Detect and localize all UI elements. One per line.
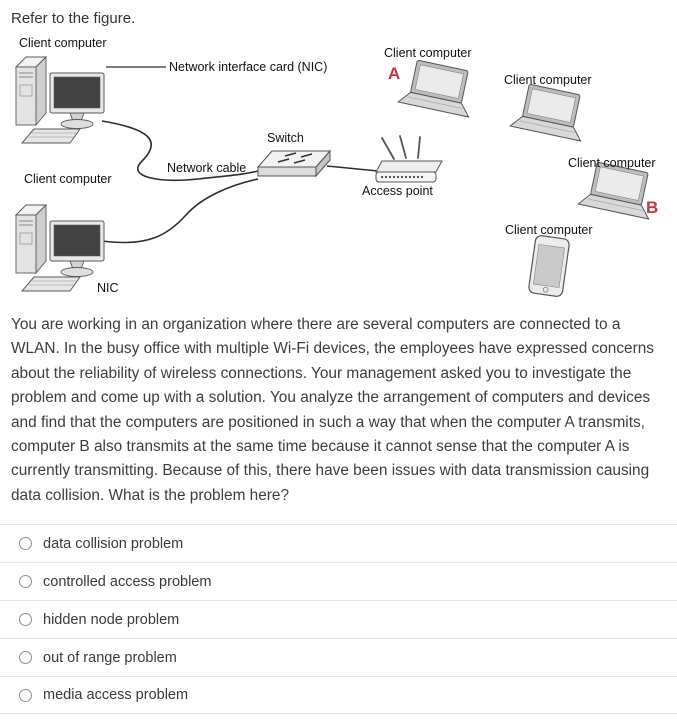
option-row-4[interactable]: out of range problem (0, 638, 677, 677)
option-label: data collision problem (43, 535, 184, 552)
option-label: out of range problem (43, 649, 177, 666)
smartphone-icon (527, 234, 571, 298)
radio-button[interactable] (19, 651, 32, 665)
label-client-computer-bottom-left: Client computer (24, 172, 112, 186)
option-row-1[interactable]: data collision problem (0, 524, 677, 563)
label-client-computer-top-left: Client computer (19, 36, 107, 50)
switch-to-access-point-line (326, 165, 379, 172)
network-diagram (15, 56, 659, 298)
network-cable-line-bottom (101, 178, 259, 244)
option-row-2[interactable]: controlled access problem (0, 562, 677, 601)
option-row-3[interactable]: hidden node problem (0, 600, 677, 639)
option-label: media access problem (43, 687, 189, 704)
label-client-computer-top-right: Client computer (504, 73, 592, 87)
options-list: data collision problem controlled access… (0, 524, 677, 715)
radio-button[interactable] (19, 537, 32, 551)
label-client-computer-a: Client computer (384, 46, 472, 60)
question-text: You are working in an organization where… (11, 316, 654, 504)
label-nic-top: Network interface card (NIC) (169, 60, 328, 74)
label-access-point: Access point (362, 184, 433, 198)
label-network-cable: Network cable (167, 161, 247, 175)
label-switch: Switch (267, 131, 304, 145)
label-nic-bottom: NIC (97, 281, 119, 295)
laptop-top-right-icon (509, 81, 591, 142)
marker-b: B (646, 198, 659, 217)
switch-icon (257, 150, 331, 177)
option-label: controlled access problem (43, 573, 212, 590)
desktop-computer-icon-bottom (15, 204, 105, 292)
marker-a: A (388, 64, 401, 83)
radio-button[interactable] (19, 575, 32, 589)
label-client-computer-b: Client computer (568, 156, 656, 170)
label-client-computer-phone: Client computer (505, 223, 593, 237)
option-label: hidden node problem (43, 611, 180, 628)
laptop-a-icon (397, 57, 479, 118)
option-row-5[interactable]: media access problem (0, 676, 677, 715)
question-prompt: Refer to the figure. (11, 10, 136, 27)
radio-button[interactable] (19, 688, 32, 702)
network-figure: Client computer Network interface card (… (0, 33, 677, 305)
access-point-icon (375, 135, 443, 183)
network-cable-line-top (101, 120, 259, 181)
radio-button[interactable] (19, 613, 32, 627)
desktop-computer-icon-top (15, 56, 105, 144)
